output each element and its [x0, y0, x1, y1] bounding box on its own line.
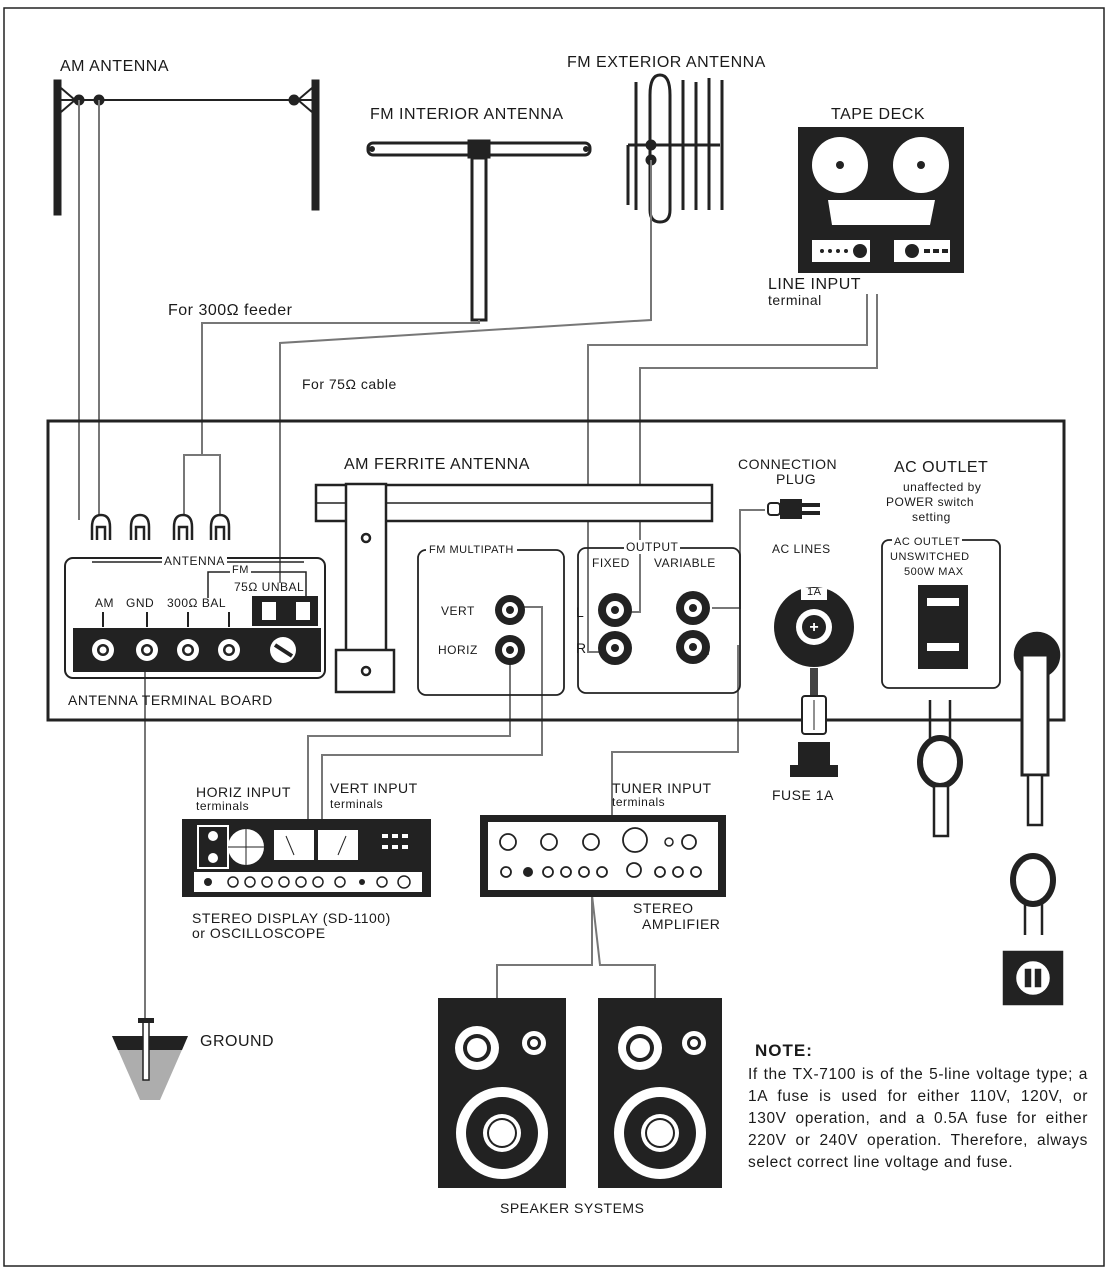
tuner-input-label: TUNER INPUT	[612, 780, 712, 796]
terminal-board-label: ANTENNA TERMINAL BOARD	[68, 692, 273, 708]
connection-plug-label-2: PLUG	[776, 471, 817, 487]
ac-outlet-sub-1: unaffected by	[903, 480, 982, 494]
feeder-300-label: For 300Ω feeder	[168, 302, 293, 319]
r-channel-label: R	[576, 640, 587, 656]
horiz-input-label: HORIZ INPUT	[196, 784, 291, 800]
horiz-input-sub-label: terminals	[196, 799, 250, 813]
stereo-display-icon	[182, 819, 431, 897]
am-ferrite-antenna-icon	[314, 482, 714, 694]
fm-interior-antenna-label: FM INTERIOR ANTENNA	[370, 106, 564, 123]
vert-label: VERT	[441, 604, 475, 618]
am-antenna-icon	[53, 79, 320, 216]
fuse-label: FUSE 1A	[772, 787, 834, 803]
l-channel-label: L	[576, 604, 585, 620]
cable-75-label: For 75Ω cable	[302, 376, 397, 392]
page-border	[3, 7, 1105, 1267]
am-ferrite-label: AM FERRITE ANTENNA	[344, 456, 530, 473]
svg-text:+: +	[809, 619, 818, 636]
ac-outlet-sub-3: setting	[912, 510, 951, 524]
stereo-amp-label-2: AMPLIFIER	[642, 916, 721, 932]
fm-exterior-antenna-label: FM EXTERIOR ANTENNA	[567, 54, 766, 71]
fm-multipath-label: FM MULTIPATH	[426, 544, 517, 556]
output-label: OUTPUT	[624, 540, 681, 554]
stereo-display-label-2: or OSCILLOSCOPE	[192, 925, 326, 941]
fm-interior-antenna-icon	[366, 139, 592, 322]
line-input-label: LINE INPUT	[768, 276, 862, 293]
output-box	[577, 547, 741, 694]
stereo-amp-label-1: STEREO	[633, 900, 694, 916]
am-terminal-label: AM	[95, 596, 114, 610]
vert-input-sub-label: terminals	[330, 797, 384, 811]
fuse-rating-label: 1A	[807, 586, 822, 598]
ground-stake-icon	[112, 1018, 188, 1100]
ac-outlet-box-label-2: UNSWITCHED	[890, 551, 970, 563]
ground-label: GROUND	[200, 1033, 275, 1050]
ac-outlet-box-label-3: 500W MAX	[904, 566, 964, 578]
vert-input-label: VERT INPUT	[330, 780, 418, 796]
fixed-label: FIXED	[592, 556, 630, 570]
bal-terminal-label: 300Ω BAL	[167, 596, 227, 610]
ac-plug-icons	[917, 631, 1064, 1006]
receiver-rear-panel	[46, 419, 1066, 722]
stereo-amplifier-icon	[480, 815, 726, 897]
ac-outlet-box-label-1: AC OUTLET	[892, 536, 963, 548]
tuner-input-sub-label: terminals	[612, 795, 666, 809]
speaker-systems-label: SPEAKER SYSTEMS	[500, 1200, 645, 1216]
line-input-sub-label: terminal	[768, 292, 822, 308]
ac-outlet-title: AC OUTLET	[894, 459, 989, 476]
note-title: NOTE:	[755, 1041, 813, 1060]
note-body: If the TX-7100 is of the 5-line voltage …	[748, 1066, 1088, 1171]
ac-lines-label: AC LINES	[772, 542, 831, 556]
speaker-systems-icon	[438, 998, 722, 1188]
spade-lug-icons	[90, 513, 231, 540]
am-antenna-label: AM ANTENNA	[60, 58, 170, 75]
tape-deck-label: TAPE DECK	[831, 106, 925, 123]
tape-deck-icon	[798, 127, 964, 273]
ac-outlet-sub-2: POWER switch	[886, 495, 975, 509]
antenna-label: ANTENNA	[162, 554, 227, 568]
connection-plug-icon	[767, 499, 820, 519]
fm-exterior-antenna-icon	[626, 73, 724, 224]
gnd-terminal-label: GND	[126, 596, 155, 610]
variable-label: VARIABLE	[654, 556, 716, 570]
stereo-display-label-1: STEREO DISPLAY (SD-1100)	[192, 910, 391, 926]
connection-plug-label-1: CONNECTION	[738, 456, 838, 472]
horiz-label: HORIZ	[438, 643, 478, 657]
antenna-terminal-board	[64, 557, 326, 679]
fuse-holder-icon: +	[774, 587, 854, 777]
fm-label: FM	[230, 564, 251, 576]
unbal-label: 75Ω UNBAL	[234, 580, 305, 594]
